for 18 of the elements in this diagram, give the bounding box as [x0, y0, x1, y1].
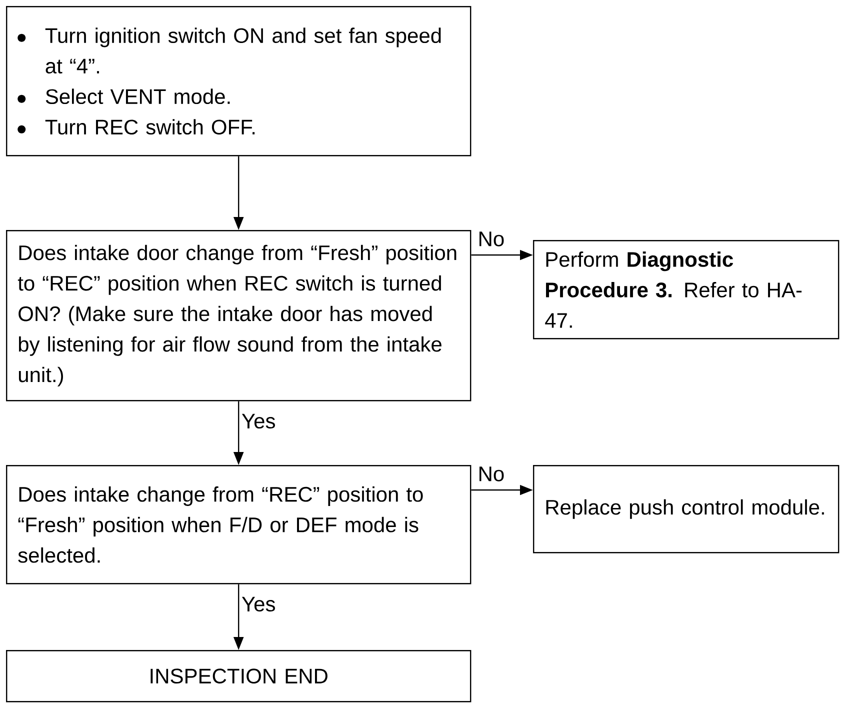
process-box — [6, 650, 472, 702]
box-text: INSPECTION END — [150, 668, 328, 684]
process-box — [533, 465, 840, 554]
decision-box — [6, 230, 472, 402]
instruction-box — [6, 6, 472, 156]
box-text: Does intake door change from “Fresh” position to “REC” position when REC switch is turned ON? (Make sure the intake door has moved by listening for air flow sound from the intake unit.) — [18, 244, 456, 386]
box-text: Does intake change from “REC” position to “Fresh” position when F/D or DEF mode is selected. — [18, 486, 423, 563]
box-text: Perform Diagnostic Procedure 3. Refer to HA-47. — [545, 252, 802, 328]
bullet-item: Turn REC switch OFF. — [18, 119, 255, 135]
bullet-item: Select VENT mode. — [18, 88, 230, 104]
edge-label: Yes — [242, 414, 275, 429]
edge-label: No — [480, 232, 504, 246]
decision-box — [6, 465, 472, 584]
process-box — [533, 240, 840, 340]
box-text: Replace push control module. — [546, 499, 824, 519]
edge-label: No — [480, 466, 504, 482]
edge-label: Yes — [242, 596, 275, 612]
bullet-item: Turn ignition switch ON and set fan speed at “4”. — [18, 28, 441, 74]
